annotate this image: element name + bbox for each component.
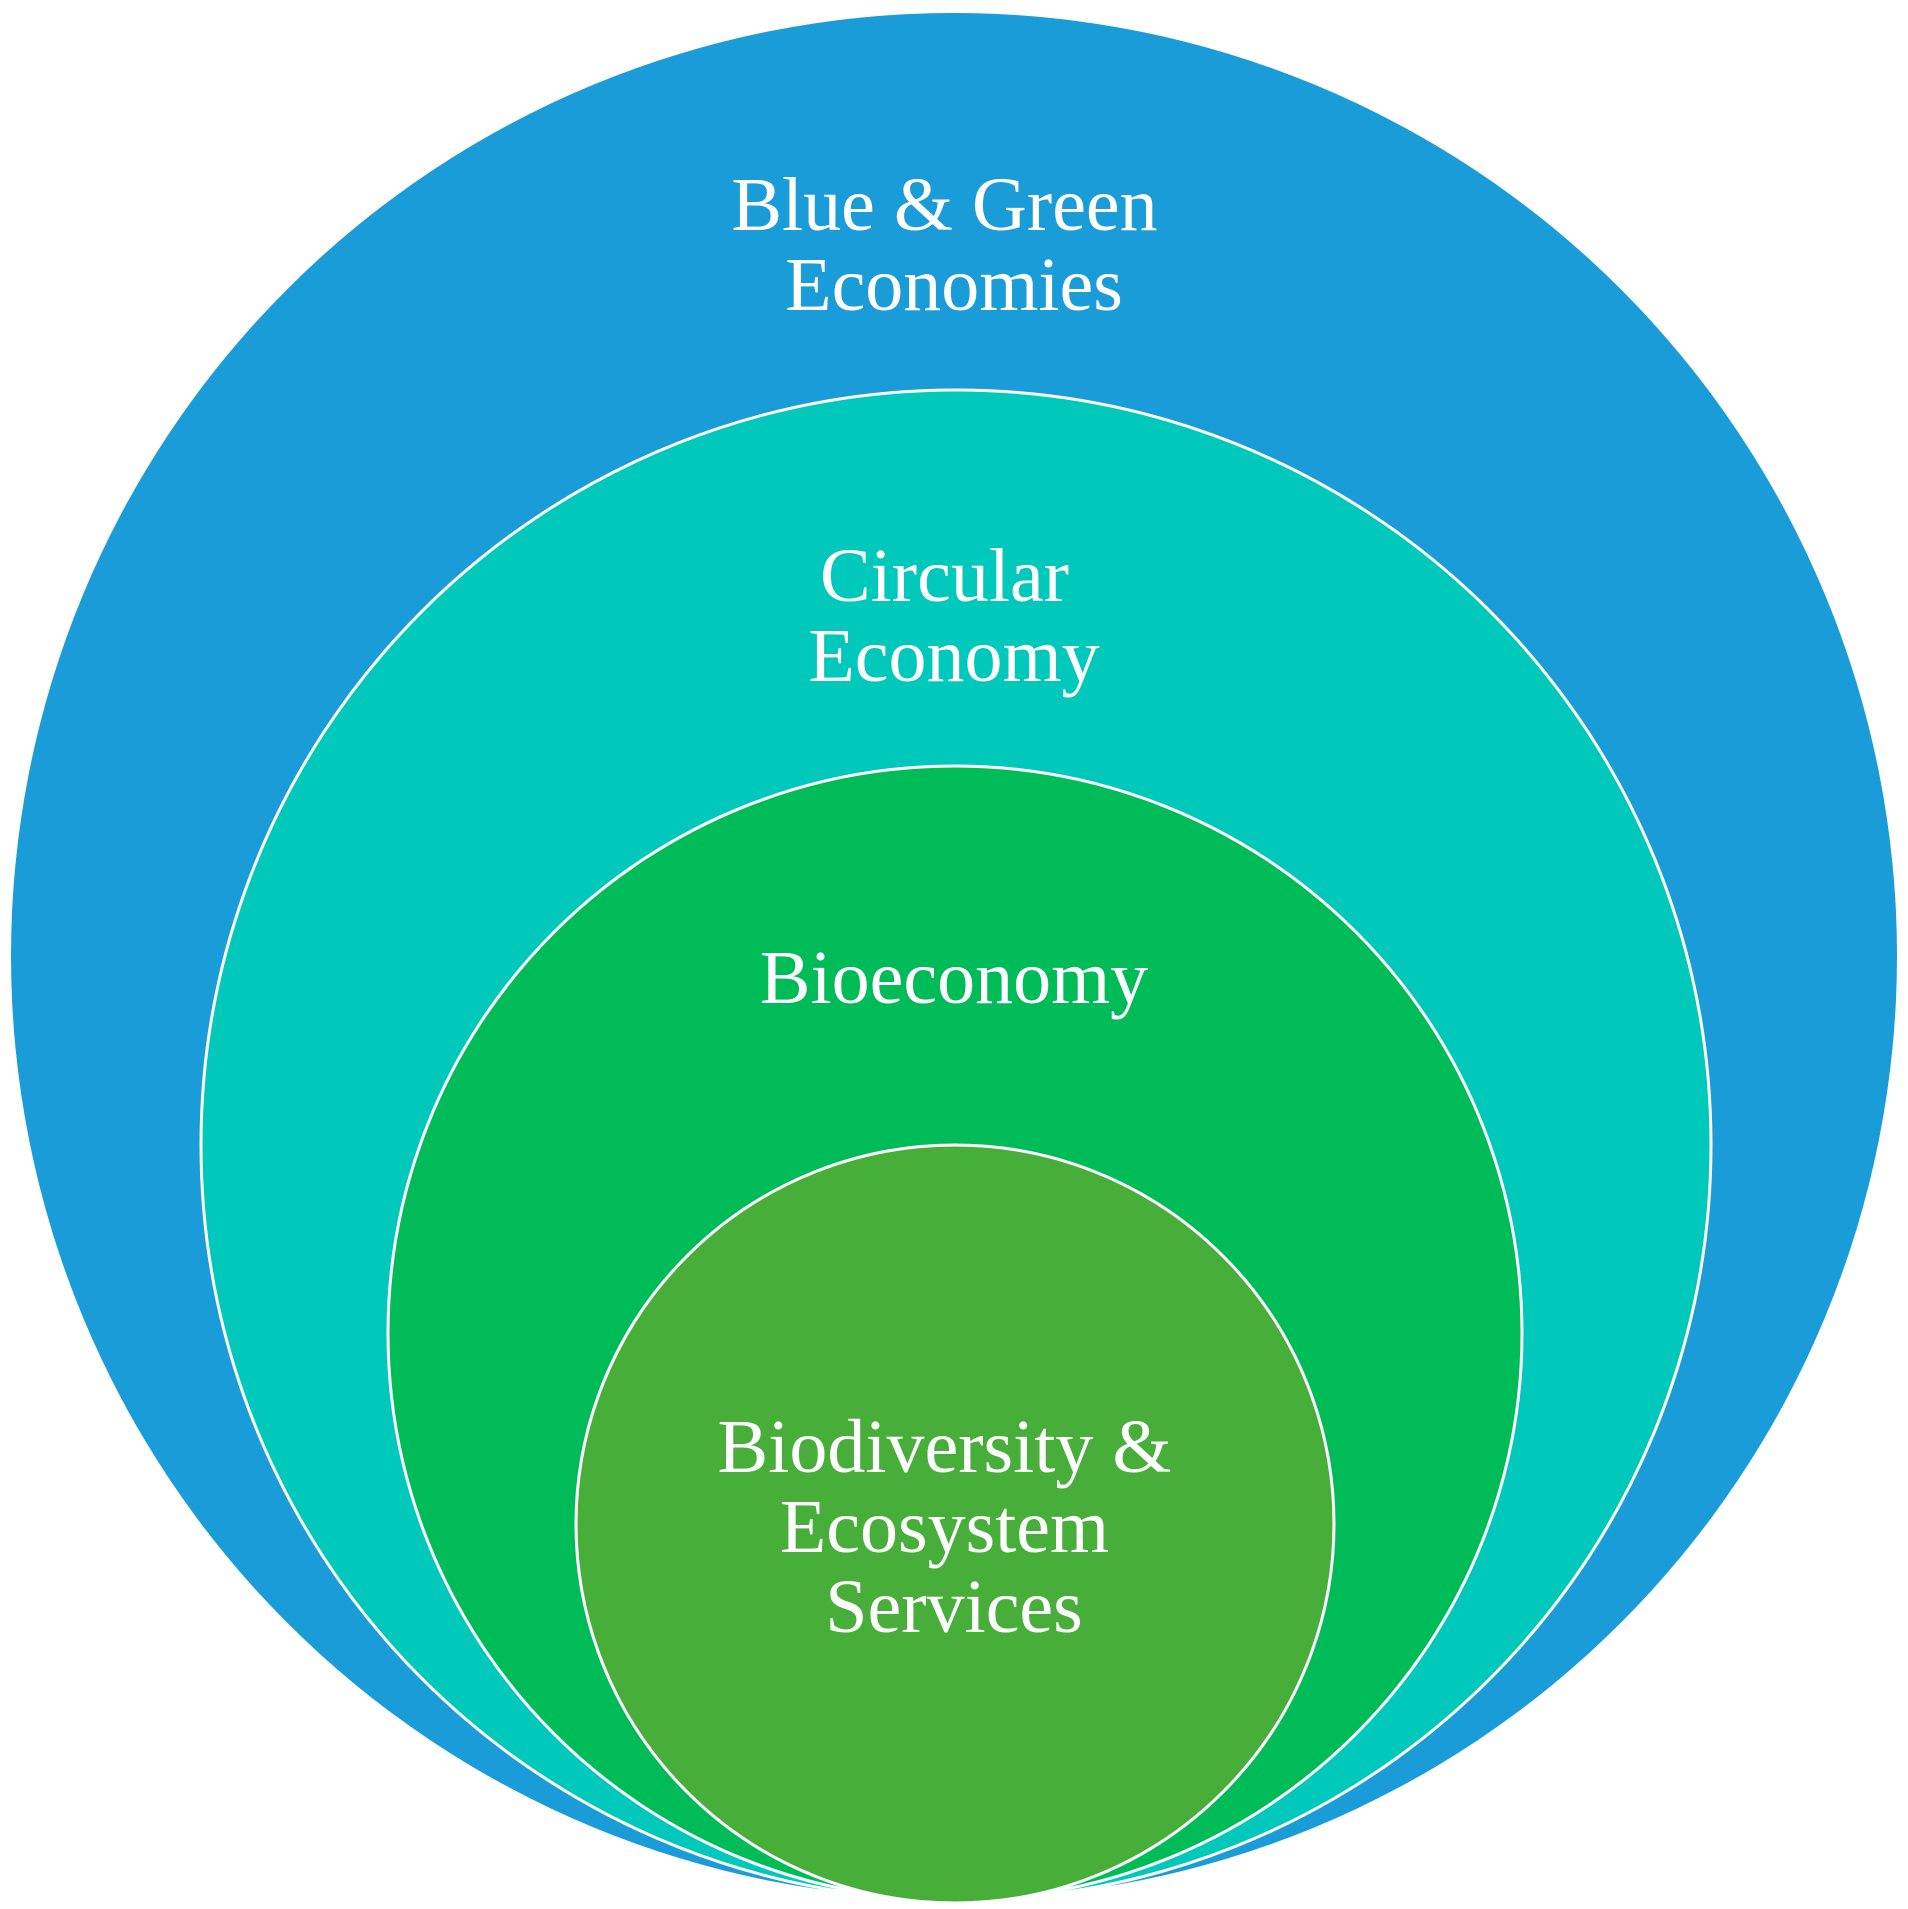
label-blue-green-line-1: Blue & Green [731,163,1157,247]
circle-biodiversity [574,1143,1336,1905]
label-bioeconomy-line-1: Bioeconomy [760,936,1148,1020]
label-blue-green: Blue & Green Economies [731,163,1176,327]
label-bioeconomy: Bioeconomy [760,936,1148,1020]
label-biodiversity-line-2: Ecosystem [780,1485,1109,1569]
label-biodiversity-line-1: Biodiversity & [718,1405,1172,1489]
circle-biodiversity-group: Biodiversity & Ecosystem Services [574,1143,1336,1905]
label-biodiversity-line-3: Services [825,1565,1082,1649]
label-biodiversity: Biodiversity & Ecosystem Services [718,1405,1191,1649]
label-blue-green-line-2: Economies [785,243,1123,327]
label-circular-line-1: Circular [820,534,1069,618]
label-circular-line-2: Economy [808,614,1099,698]
label-circular: Circular Economy [808,534,1099,698]
